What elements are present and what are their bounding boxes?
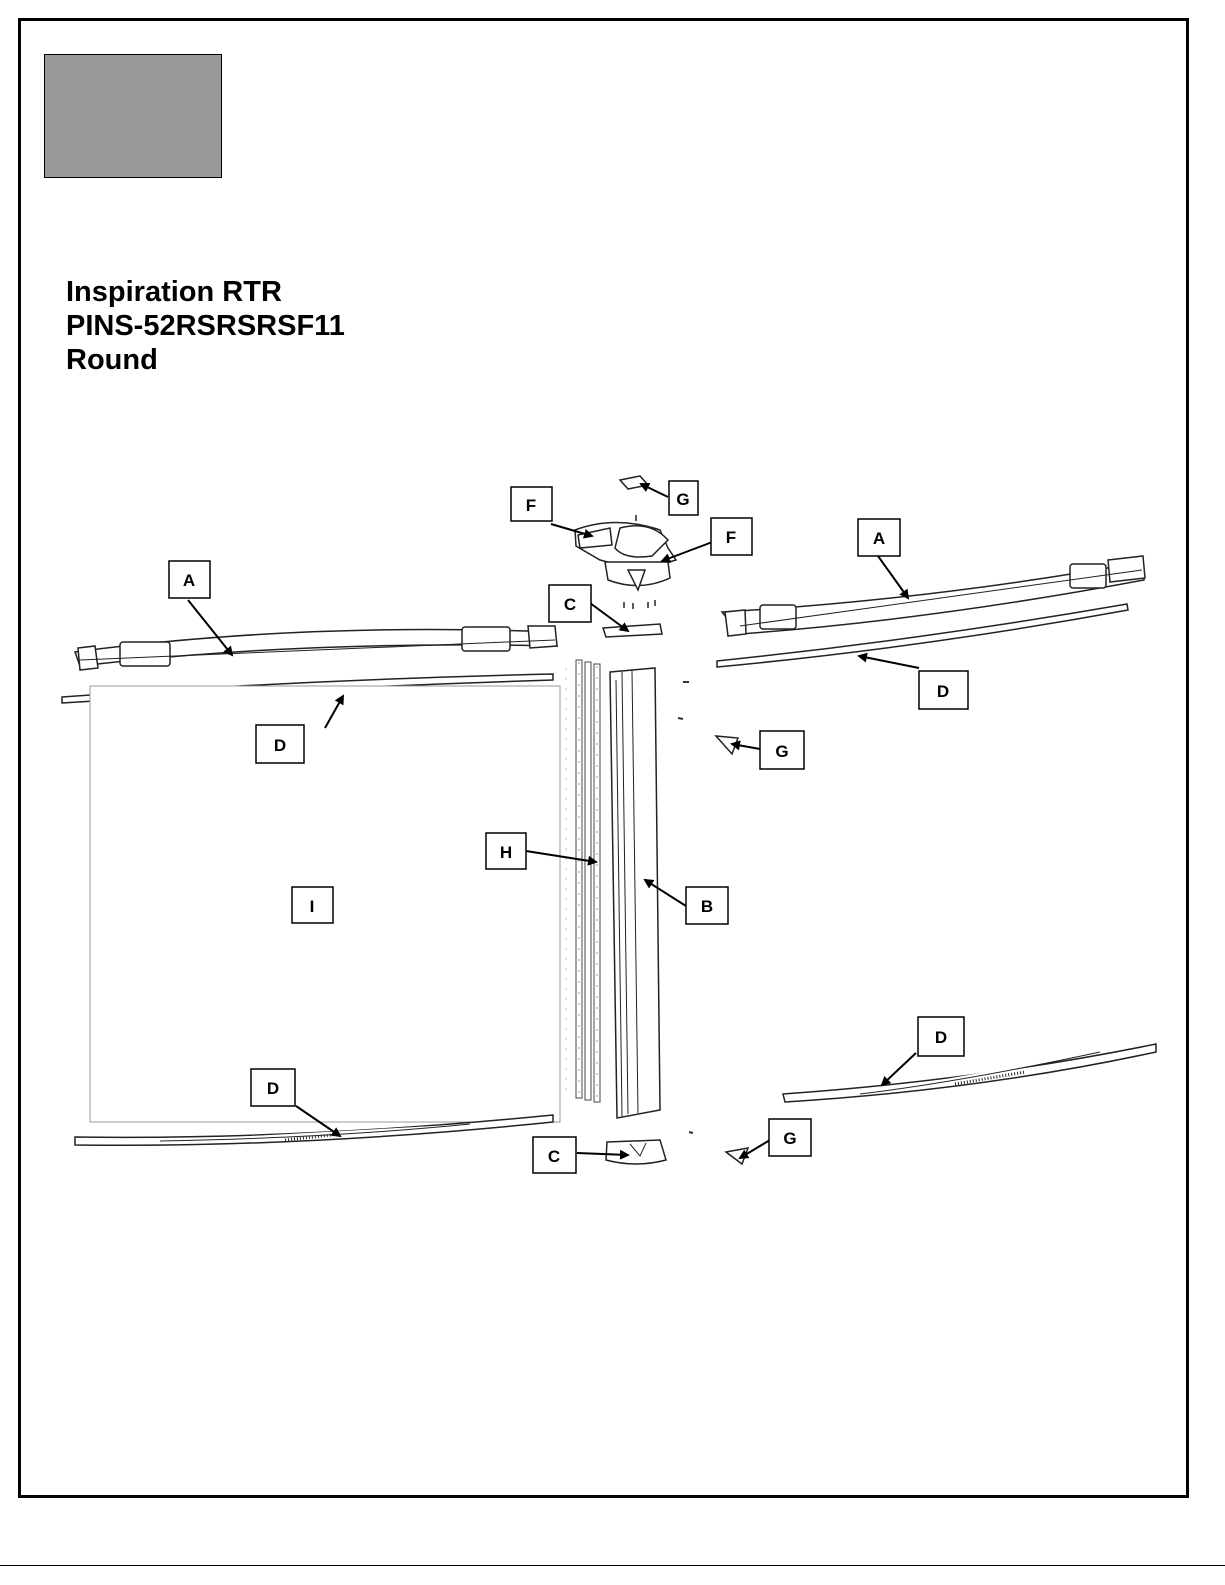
callout-h: H <box>500 843 512 862</box>
callout-a-left: A <box>183 571 195 590</box>
top-plate <box>603 624 662 637</box>
callout-a-right: A <box>873 529 885 548</box>
callout-d-left-top: D <box>274 736 286 755</box>
callout-b: B <box>701 897 713 916</box>
callout-d-left-bottom: D <box>267 1079 279 1098</box>
top-rail-right <box>722 556 1145 636</box>
top-cover-cap <box>620 476 648 489</box>
callout-g-bottom: G <box>783 1129 796 1148</box>
callout-c-bottom: C <box>548 1147 560 1166</box>
callout-f-left: F <box>526 496 536 515</box>
upright-post <box>610 668 660 1118</box>
callout-f-right: F <box>726 528 736 547</box>
bottom-rail-right <box>783 1044 1156 1102</box>
footer-rule <box>0 1565 1225 1566</box>
callout-g-middle: G <box>775 742 788 761</box>
callout-g-top: G <box>676 490 689 509</box>
callout-d-right-top: D <box>937 682 949 701</box>
callout-d-right-bottom: D <box>935 1028 947 1047</box>
top-cap-assembly <box>575 523 676 591</box>
bottom-cup <box>606 1140 666 1164</box>
stabilizer-strips <box>576 660 600 1102</box>
top-rail-left <box>75 626 557 670</box>
callout-i: I <box>310 897 315 916</box>
callout-c-top: C <box>564 595 576 614</box>
